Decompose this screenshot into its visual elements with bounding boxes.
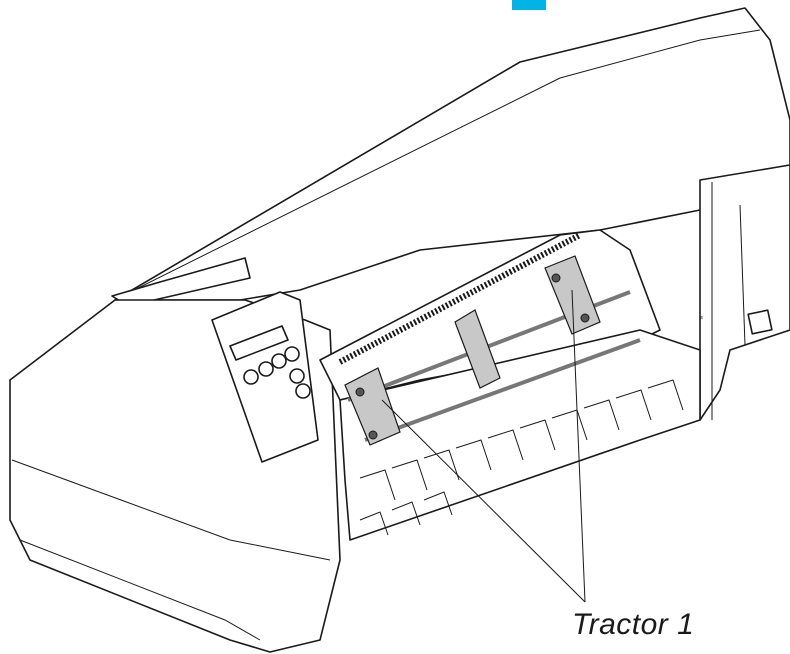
printer-right-body [699,164,790,421]
control-buttons [243,346,311,399]
tractor-knob [368,430,378,440]
panel-button [284,346,300,362]
callout-line [381,399,586,603]
panel-button [295,383,311,399]
tractor-rod [364,338,641,442]
tractor-callout-label: Tractor 1 [572,608,695,641]
paper-guide-ribs [359,379,684,536]
tractor-knob [580,313,590,323]
panel-button [289,368,305,384]
control-panel [211,291,319,463]
panel-button [271,353,287,369]
side-marking: ≡ [699,315,704,322]
panel-button [243,369,259,385]
paper-strip [338,232,582,365]
side-switch [747,309,773,335]
cover-ridge [117,29,761,299]
header-fragment [512,0,546,10]
paper-guide-surface [339,329,701,541]
right-body-crease [711,182,746,420]
printer-top-cover [114,7,790,301]
tractor-knob [355,387,365,397]
paper-support [454,309,501,389]
lcd-display [229,325,289,361]
left-body-seam [11,459,331,641]
tractor-left [344,367,401,446]
panel-button [258,361,274,377]
tractor-knob [551,273,561,283]
callout-line [571,289,586,603]
